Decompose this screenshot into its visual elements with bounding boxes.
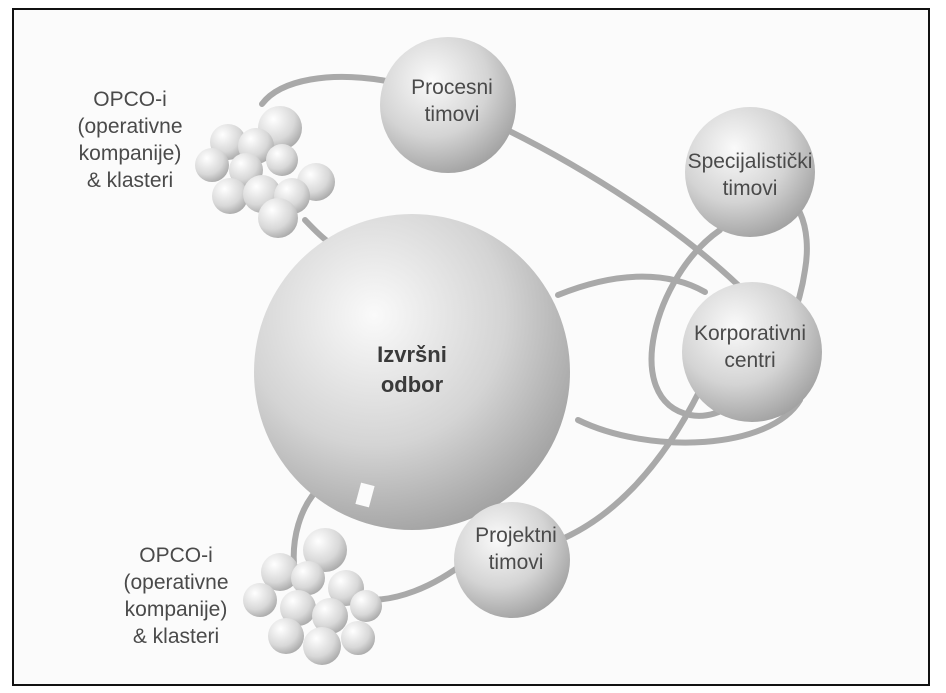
process-teams-label-line2: timovi [424, 103, 480, 126]
sphere-corporate-centers [682, 282, 822, 422]
specialist-teams-label-line2: timovi [722, 177, 778, 200]
opco-bottom-label-line1: OPCO-i [139, 544, 213, 567]
sphere-process-teams [380, 37, 516, 173]
opco-top-label-line1: OPCO-i [93, 88, 167, 111]
sphere-project-teams [454, 502, 570, 618]
opco-cluster-top [195, 106, 335, 238]
connector-process-to-opco-top [259, 73, 395, 107]
specialist-teams-label: Specijalistički timovi [688, 148, 813, 202]
opco-bottom-label-line4: & klasteri [132, 625, 220, 648]
opco-top-label: OPCO-i (operativne kompanije) & klasteri [77, 86, 182, 194]
opco-bottom-label-line3: kompanije) [124, 598, 228, 621]
opco-cluster-bottom [243, 528, 382, 665]
corporate-centers-label: Korporativni centri [694, 320, 806, 374]
connector-corporate-to-project [552, 387, 703, 545]
sphere-specialist-teams [685, 107, 815, 237]
sphere-executive-board [254, 214, 570, 530]
specialist-teams-label-line1: Specijalistički [687, 150, 813, 173]
corporate-centers-label-line2: centri [724, 349, 776, 372]
connector-executive-to-corporate-bottom [575, 397, 803, 446]
connector-project-to-opco-bottom [367, 557, 471, 603]
process-teams-label: Procesni timovi [411, 74, 493, 128]
connector-executive-to-corporate-top [555, 273, 708, 298]
executive-notch [355, 482, 375, 508]
opco-bottom-label: OPCO-i (operativne kompanije) & klasteri [123, 542, 228, 650]
executive-board-label: Izvršni odbor [377, 340, 447, 400]
executive-board-label-line2: odbor [380, 372, 444, 397]
opco-bottom-label-line2: (operativne [123, 571, 229, 594]
opco-top-label-line4: & klasteri [86, 169, 174, 192]
project-teams-label-line2: timovi [488, 551, 544, 574]
opco-top-label-line2: (operativne [77, 115, 183, 138]
connector-process-to-corporate [494, 122, 741, 288]
project-teams-label-line1: Projektni [475, 524, 557, 547]
process-teams-label-line1: Procesni [411, 76, 493, 99]
corporate-centers-label-line1: Korporativni [693, 322, 807, 345]
executive-board-label-line1: Izvršni [377, 342, 447, 367]
opco-top-label-line3: kompanije) [78, 142, 182, 165]
project-teams-label: Projektni timovi [475, 522, 557, 576]
